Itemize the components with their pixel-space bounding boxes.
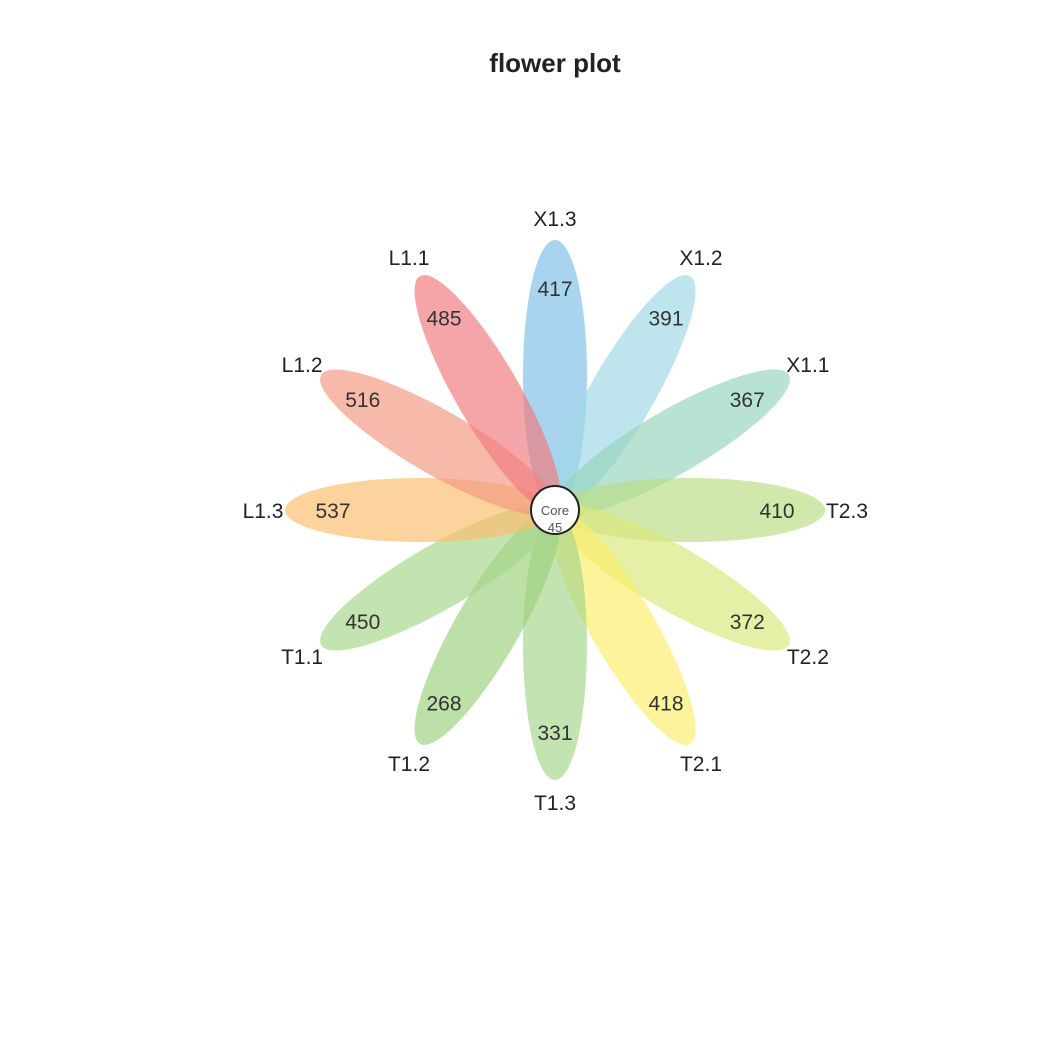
petal-value-l1-1: 485 — [426, 308, 461, 331]
petal-label-x1-1: X1.1 — [786, 354, 829, 377]
petal-label-t1-2: T1.2 — [388, 753, 430, 776]
petal-value-x1-3: 417 — [537, 278, 572, 301]
petal-l1-1 — [414, 275, 561, 512]
petal-value-t2-2: 372 — [730, 611, 765, 634]
petal-t2-1 — [549, 508, 696, 745]
petal-label-l1-2: L1.2 — [282, 354, 323, 377]
petal-label-x1-2: X1.2 — [679, 247, 722, 270]
petal-value-t1-3: 331 — [537, 722, 572, 745]
petal-label-t1-1: T1.1 — [281, 646, 323, 669]
petal-t1-1 — [320, 504, 557, 651]
petal-label-t2-1: T2.1 — [680, 753, 722, 776]
core-circle — [530, 485, 580, 535]
core-label: Core — [541, 503, 569, 518]
petal-x1-2 — [549, 275, 696, 512]
petals-layer — [285, 240, 825, 780]
petal-value-x1-1: 367 — [730, 389, 765, 412]
petal-value-l1-2: 516 — [345, 389, 380, 412]
petal-label-t2-3: T2.3 — [826, 500, 868, 523]
chart-title: flower plot — [489, 48, 621, 78]
petal-label-x1-3: X1.3 — [533, 208, 576, 231]
petal-values-layer: 417 391 367 410 372 418 331 268 450 537 516 485 — [315, 278, 794, 745]
core: Core 45 — [530, 485, 580, 535]
petal-value-t1-1: 450 — [345, 611, 380, 634]
petal-t2-2 — [553, 504, 790, 651]
petal-l1-2 — [320, 369, 557, 516]
petal-label-t1-3: T1.3 — [534, 792, 576, 815]
petal-label-t2-2: T2.2 — [787, 646, 829, 669]
petal-t1-2 — [414, 508, 561, 745]
petal-label-l1-1: L1.1 — [389, 247, 430, 270]
petal-value-t2-3: 410 — [759, 500, 794, 523]
petal-labels-layer: X1.3X1.2X1.1T2.3T2.2T2.1T1.3 T1.2 T1.1 L1.3… — [243, 208, 868, 815]
petal-value-t2-1: 418 — [648, 692, 683, 715]
core-value: 45 — [548, 520, 562, 535]
petal-x1-1 — [553, 369, 790, 516]
petal-value-t1-2: 268 — [426, 692, 461, 715]
petal-value-l1-3: 537 — [315, 500, 350, 523]
petal-value-x1-2: 391 — [648, 308, 683, 331]
petal-label-l1-3: L1.3 — [243, 500, 284, 523]
